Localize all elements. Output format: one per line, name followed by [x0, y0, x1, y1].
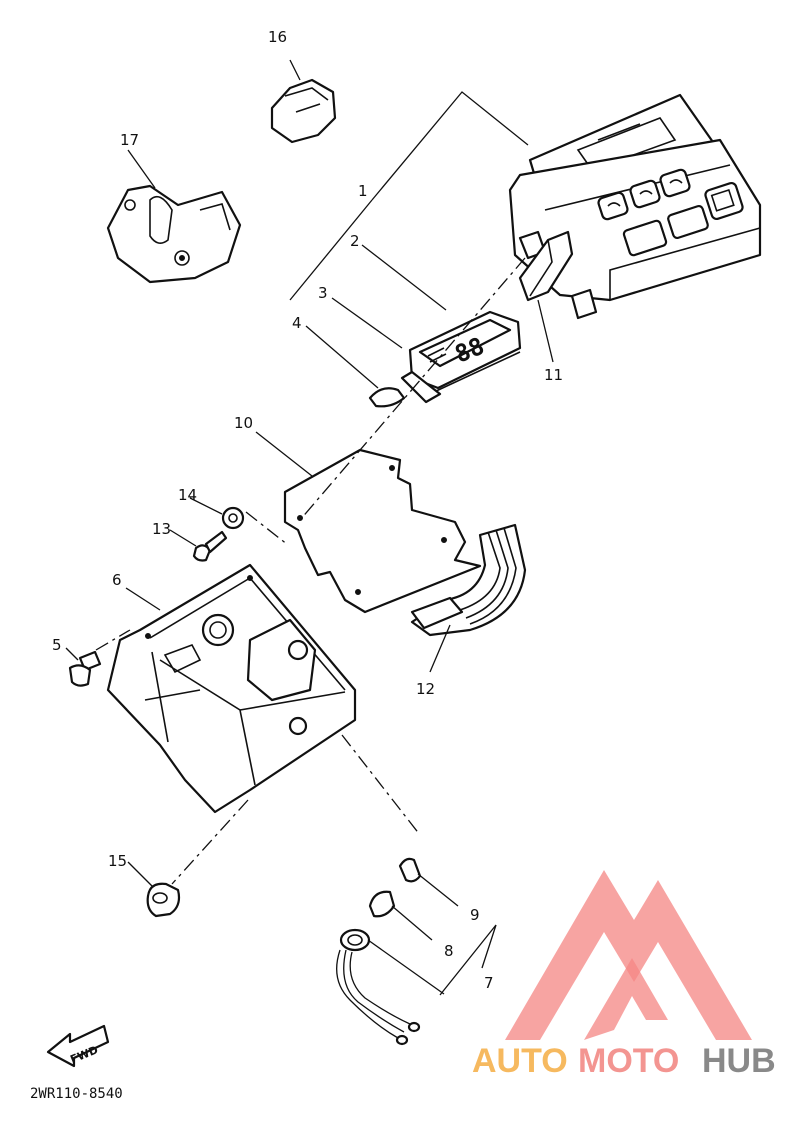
callout-6: 6 [112, 571, 122, 589]
callout-3: 3 [318, 284, 328, 302]
logo-text-moto: MOTO [578, 1042, 679, 1080]
automotohub-logo: AUTO MOTO HUB [472, 870, 776, 1080]
fwd-arrow-icon: FWD [46, 1024, 110, 1068]
part-12-ribbon-cable [410, 523, 527, 637]
callout-16: 16 [268, 28, 287, 46]
part-11-connector [518, 230, 574, 302]
part-6-lower-case [106, 563, 357, 814]
part-15-grommet [146, 882, 181, 918]
callout-7: 7 [484, 974, 494, 992]
logo-text-auto: AUTO [472, 1042, 568, 1080]
part-13-screw [192, 530, 228, 562]
callout-12: 12 [416, 680, 435, 698]
part-2-lcd-display: 88 [408, 310, 522, 393]
part-5-screw [68, 650, 102, 687]
part-9-cap [398, 857, 422, 883]
part-7-socket-wire [336, 928, 421, 1046]
part-10-circuit-board [283, 448, 482, 614]
callout-11: 11 [544, 366, 563, 384]
callout-labels: 16 17 1 2 3 4 11 10 14 13 6 5 12 15 9 8 … [52, 28, 563, 992]
part-code: 2WR110-8540 [30, 1086, 123, 1102]
part-1-meter-assembly [508, 93, 762, 320]
callout-17: 17 [120, 131, 139, 149]
part-17-bracket [106, 184, 242, 284]
logo-text-hub: HUB [702, 1042, 776, 1080]
callout-15: 15 [108, 852, 127, 870]
part-8-bulb [368, 890, 396, 918]
callout-10: 10 [234, 414, 253, 432]
callout-5: 5 [52, 636, 62, 654]
callout-1: 1 [358, 182, 368, 200]
callout-13: 13 [152, 520, 171, 538]
callout-14: 14 [178, 486, 197, 504]
part-3-plate [400, 370, 442, 404]
callout-2: 2 [350, 232, 360, 250]
part-14-nut [221, 506, 245, 530]
part-16-cap [270, 78, 337, 144]
part-4-bulb [368, 387, 406, 408]
callout-8: 8 [444, 942, 454, 960]
callout-9: 9 [470, 906, 480, 924]
leader-lines [65, 59, 554, 996]
callout-4: 4 [292, 314, 302, 332]
assembly-lines [95, 257, 526, 885]
